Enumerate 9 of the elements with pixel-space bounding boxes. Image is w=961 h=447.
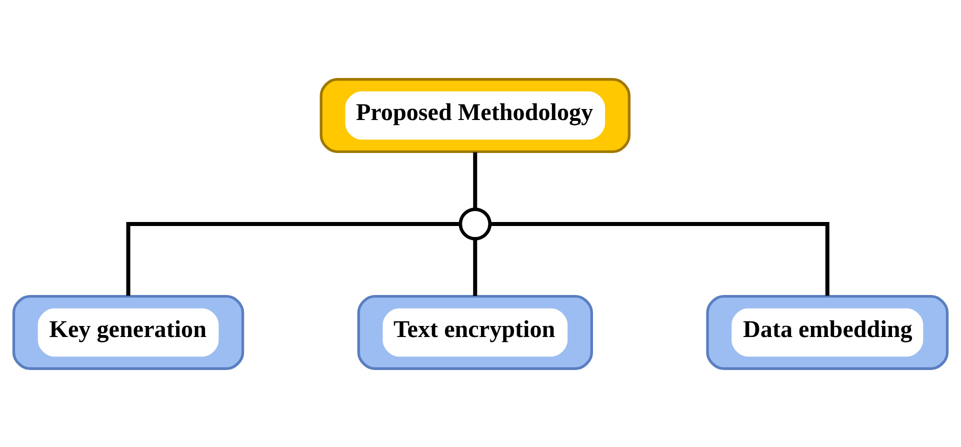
node-circle <box>458 207 492 240</box>
node-box: Key generation <box>12 294 244 370</box>
connector <box>126 222 460 296</box>
node-box: Proposed Methodology <box>320 78 630 153</box>
node-box: Data embedding <box>706 294 949 370</box>
node-box: Text encryption <box>357 294 593 370</box>
connector <box>473 152 478 209</box>
connector <box>490 222 830 296</box>
connector <box>473 238 478 296</box>
